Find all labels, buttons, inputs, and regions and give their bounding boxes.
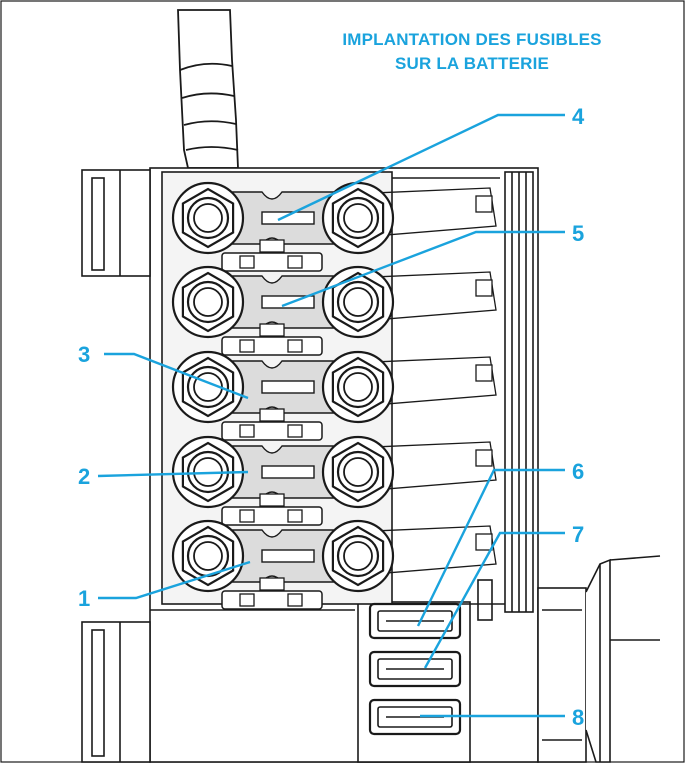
callout-line-5 xyxy=(281,230,565,308)
callout-number-5: 5 xyxy=(572,221,584,246)
hex-nut-icon xyxy=(171,350,245,424)
callout-number-4: 4 xyxy=(572,104,585,129)
hex-nut-icon xyxy=(171,519,245,593)
callout-numbers: 4 5 3 2 1 6 7 8 xyxy=(78,104,585,730)
fuse-row xyxy=(171,435,497,526)
callout-number-3: 3 xyxy=(78,342,90,367)
callout-number-7: 7 xyxy=(572,522,584,547)
callout-number-8: 8 xyxy=(572,705,584,730)
callout-number-1: 1 xyxy=(78,586,90,611)
blade-fuse-7 xyxy=(368,650,462,688)
title-line-2: SUR LA BATTERIE xyxy=(395,54,549,73)
fuse-row xyxy=(171,519,497,610)
diagram-title: IMPLANTATION DES FUSIBLES SUR LA BATTERI… xyxy=(342,30,601,73)
callout-line-7 xyxy=(423,531,565,669)
hex-nut-icon xyxy=(321,519,395,593)
title-line-1: IMPLANTATION DES FUSIBLES xyxy=(342,30,601,49)
callout-line-3 xyxy=(104,352,249,400)
callout-lines xyxy=(97,113,565,718)
battery-cable-icon xyxy=(177,9,239,169)
fuse-row xyxy=(171,350,497,441)
hex-nut-icon xyxy=(171,265,245,339)
callout-line-2 xyxy=(97,470,249,478)
callout-line-4 xyxy=(277,113,565,222)
callout-line-1 xyxy=(98,560,251,600)
hex-nut-icon xyxy=(321,350,395,424)
hex-nut-icon xyxy=(321,435,395,509)
hex-nut-icon xyxy=(321,181,395,255)
hex-nut-icon xyxy=(171,181,245,255)
callout-line-6 xyxy=(416,468,565,627)
callout-number-2: 2 xyxy=(78,464,90,489)
blade-fuse-6 xyxy=(368,602,462,640)
callout-number-6: 6 xyxy=(572,459,584,484)
